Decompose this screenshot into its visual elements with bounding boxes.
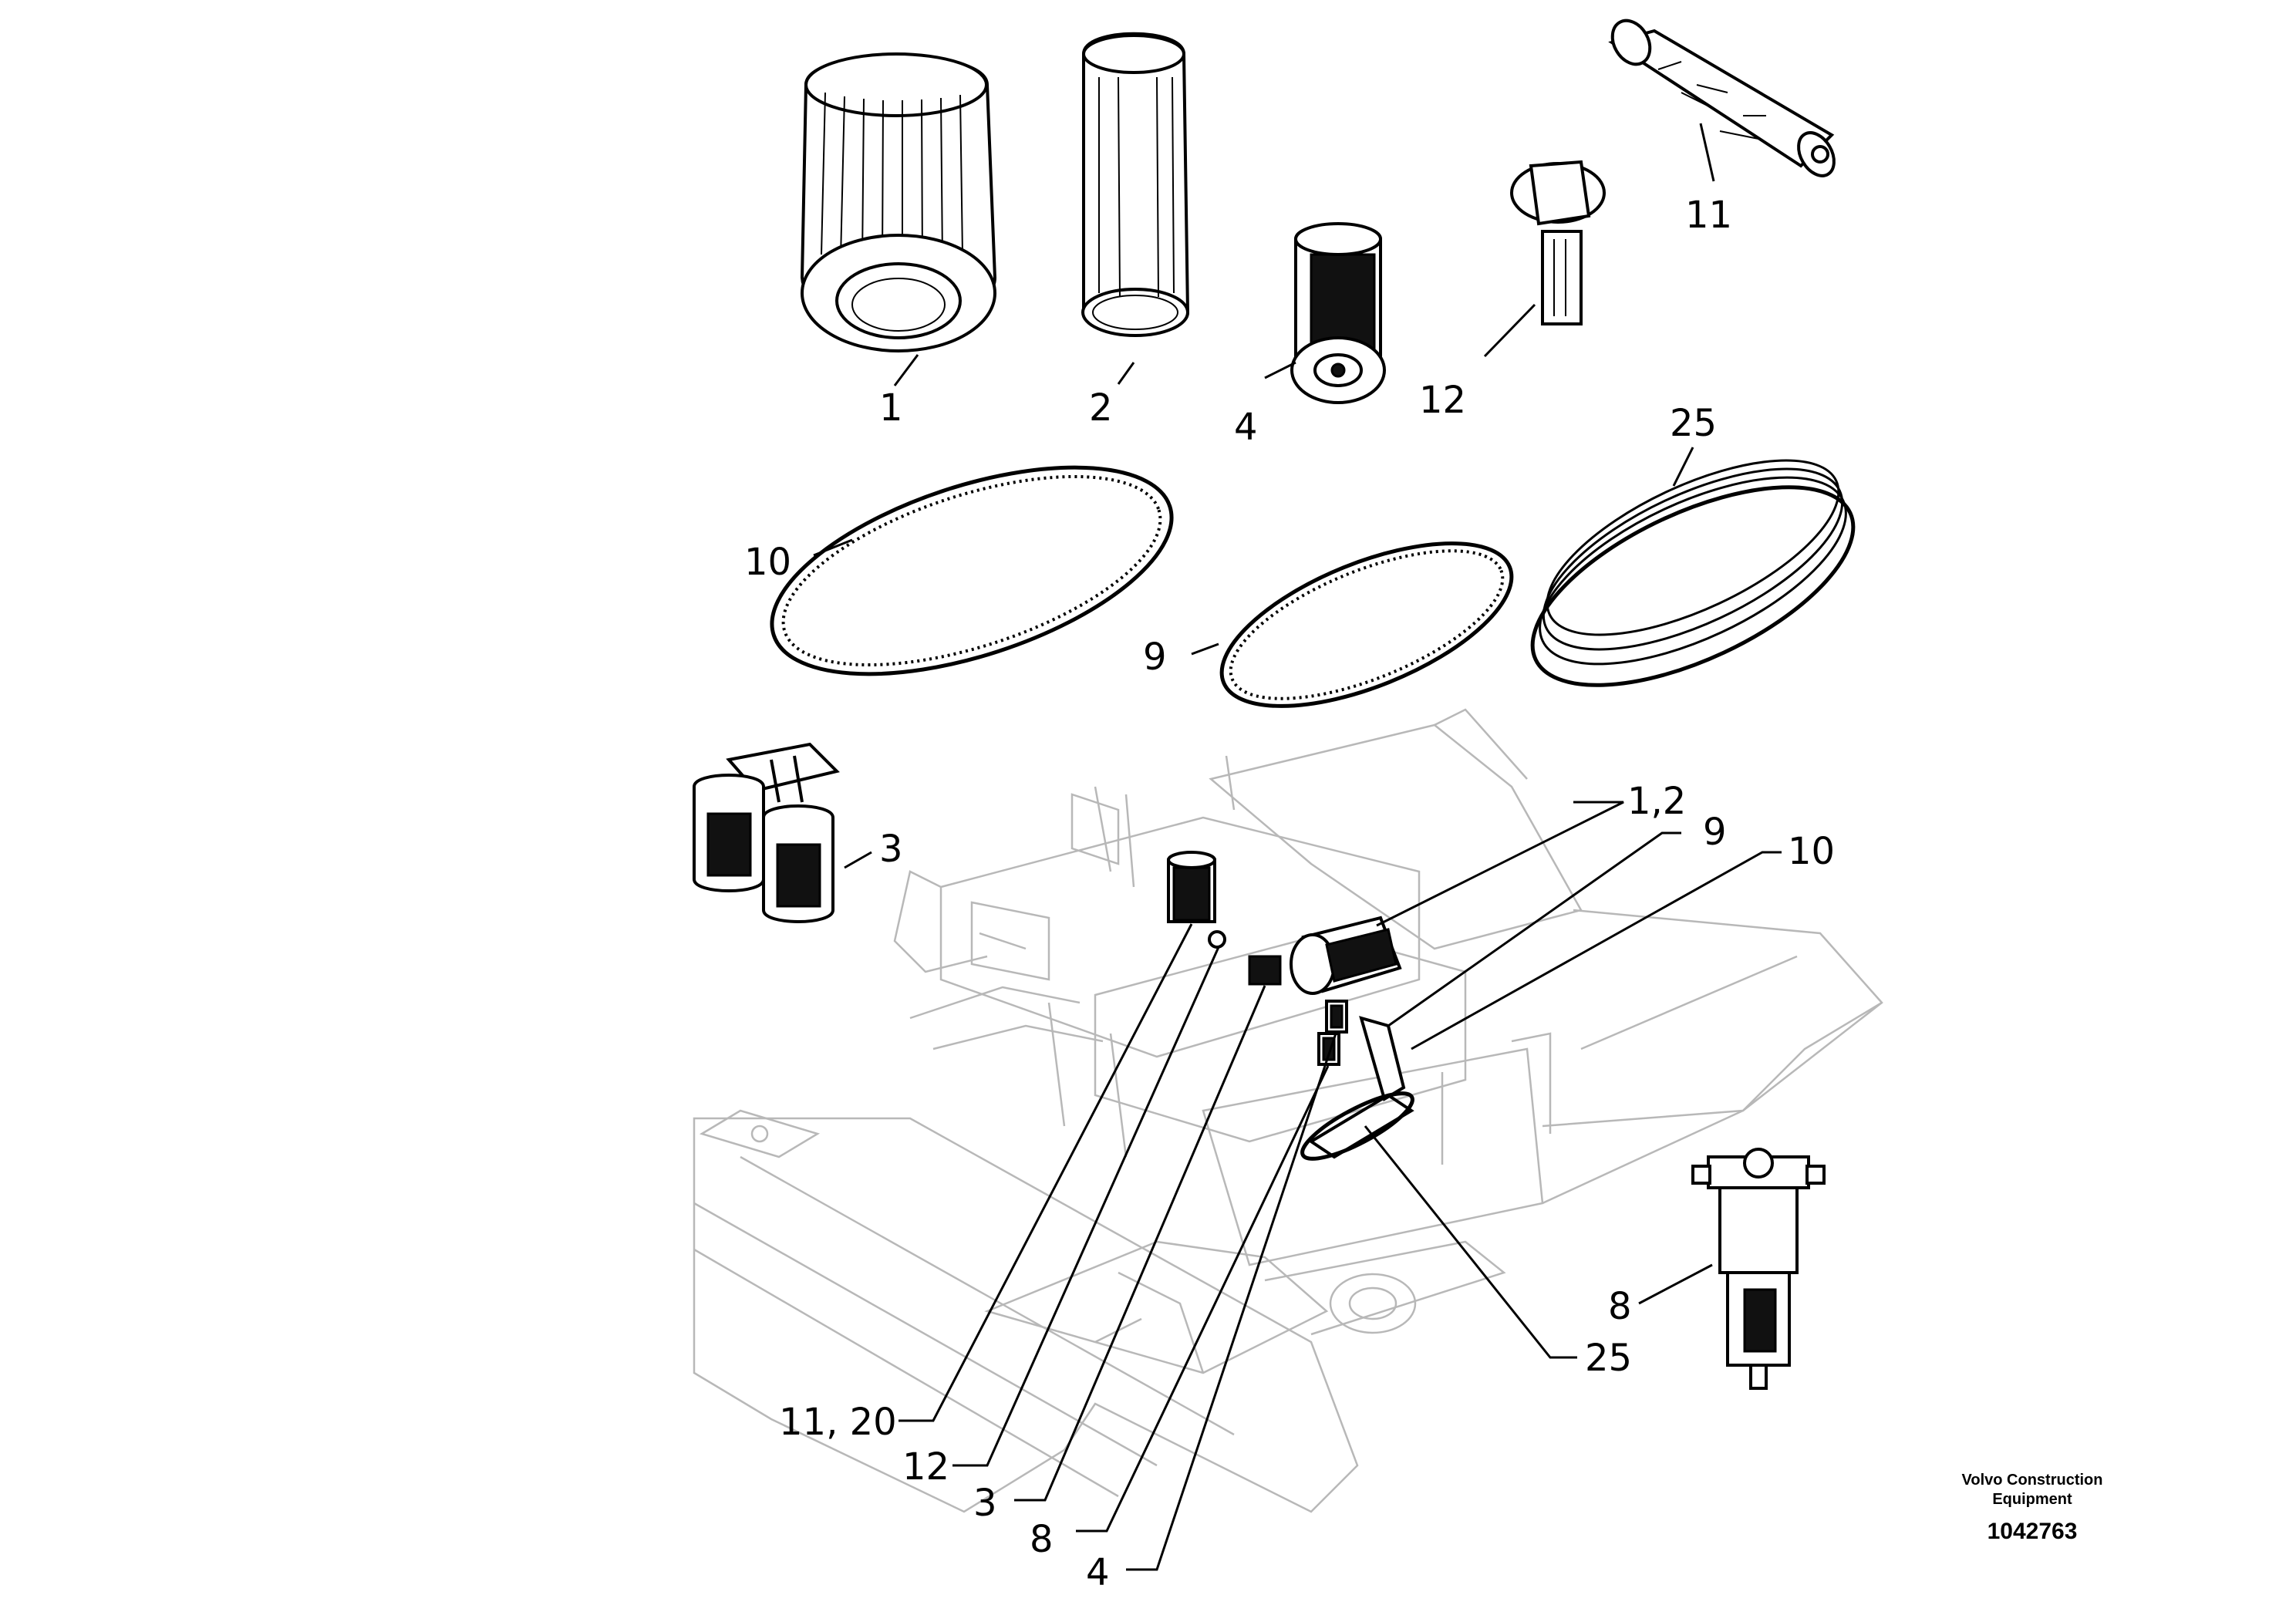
label-p2: 2 <box>1089 386 1113 430</box>
leader-p8 <box>1638 1263 1713 1305</box>
engine-components <box>1167 851 1414 1161</box>
air-filter-inner <box>1081 32 1190 337</box>
label-p9: 9 <box>1143 636 1167 679</box>
label-p10: 10 <box>744 541 791 584</box>
leader-a11-20 <box>899 923 1193 1422</box>
label-p8: 8 <box>1608 1285 1632 1328</box>
dual-fuel-filter <box>693 742 840 923</box>
breather-cap <box>1510 160 1606 325</box>
leader-p3 <box>844 851 872 869</box>
label-a3: 3 <box>973 1482 997 1525</box>
caption-company-line1: Volvo Construction <box>1962 1472 2103 1489</box>
label-p1: 1 <box>879 386 903 430</box>
leader-p12 <box>1483 303 1536 358</box>
leader-a25 <box>1364 1125 1577 1359</box>
label-a12: 12 <box>902 1445 949 1489</box>
leader-a10 <box>1411 851 1782 1050</box>
label-a9: 9 <box>1703 811 1727 854</box>
label-a25: 25 <box>1585 1337 1632 1380</box>
leader-a12 <box>952 946 1220 1467</box>
label-a12-combined: 1,2 <box>1627 780 1686 823</box>
v-belt-large <box>770 465 1174 676</box>
leader-a3 <box>1014 985 1266 1502</box>
leader-p25 <box>1672 447 1694 487</box>
leader-p1 <box>893 354 919 386</box>
leader-a12-combined <box>1376 801 1624 927</box>
label-a10: 10 <box>1788 830 1835 873</box>
leader-p9 <box>1191 642 1219 656</box>
caption-company-line2: Equipment <box>1992 1491 2072 1508</box>
label-a4: 4 <box>1086 1551 1110 1594</box>
machine-outline <box>693 708 1883 1513</box>
cartridge-filter <box>1608 19 1836 177</box>
leader-a9 <box>1387 831 1681 1027</box>
label-p12: 12 <box>1419 379 1466 422</box>
label-p4: 4 <box>1234 406 1258 449</box>
label-p25: 25 <box>1670 402 1717 445</box>
leader-a8 <box>1076 1065 1330 1533</box>
air-filter-outer <box>800 52 997 352</box>
document-number: 1042763 <box>1988 1519 2078 1544</box>
leader-a4 <box>1126 1033 1337 1571</box>
v-belt-medium <box>1219 541 1514 708</box>
label-p11: 11 <box>1685 194 1732 237</box>
label-a11-20: 11, 20 <box>779 1401 897 1444</box>
ribbed-belt <box>1530 459 1856 687</box>
label-a8: 8 <box>1030 1518 1054 1561</box>
leader-p10 <box>813 538 853 557</box>
oil-filter <box>1290 222 1386 404</box>
label-p3: 3 <box>879 828 903 871</box>
fuel-water-separator <box>1691 1148 1826 1390</box>
leader-p2 <box>1117 362 1135 385</box>
leader-p4 <box>1264 361 1296 379</box>
leader-p11 <box>1699 123 1715 182</box>
